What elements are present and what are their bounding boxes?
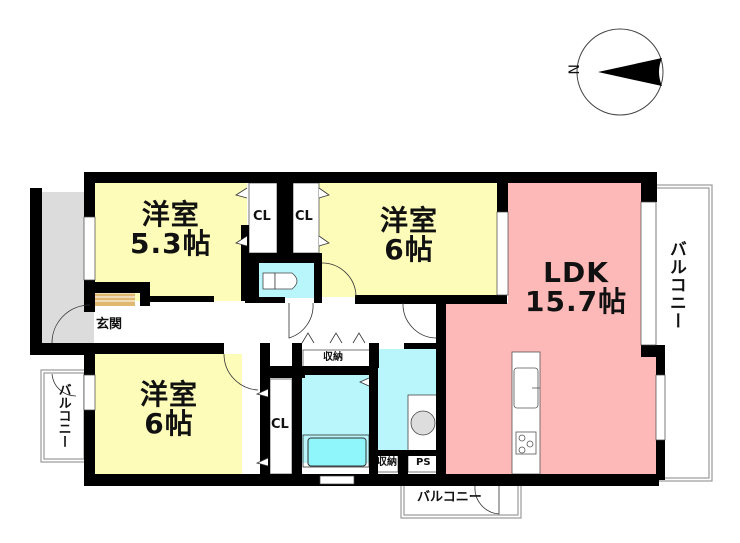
ldk-label: LDK 15.7帖 [525, 258, 627, 317]
compass-north-label: N [566, 64, 583, 75]
toilet [262, 272, 298, 290]
ldk-floor [446, 183, 656, 475]
compass [576, 28, 664, 116]
closet-door-markers [235, 187, 370, 467]
western-room-3-floor [95, 354, 242, 474]
closet-label-3: CL [271, 417, 289, 432]
ldk-size: 15.7帖 [525, 285, 628, 319]
balcony-south-label: バルコニー [417, 490, 482, 505]
balcony-west-label: バルコニー [55, 383, 71, 448]
western-room-1-name: 洋室 [141, 198, 200, 231]
door-swings [51, 262, 500, 515]
entrance-label: 玄関 [96, 317, 123, 332]
western-room-3-label: 洋室 6帖 [140, 380, 198, 439]
windows [83, 201, 666, 485]
closet-label-1: CL [253, 209, 271, 224]
western-room-2-label: 洋室 6帖 [380, 206, 438, 265]
western-room-3-name: 洋室 [140, 378, 199, 411]
pipe-space-label: PS [416, 457, 431, 468]
western-room-1-size: 5.3帖 [130, 227, 212, 261]
bathtub [307, 437, 367, 467]
compass-north-arrow-icon [598, 58, 662, 86]
storage-label-2: 収納 [377, 457, 397, 468]
walls [30, 172, 665, 486]
western-room-1-floor [95, 183, 247, 301]
western-room-2-name: 洋室 [380, 204, 439, 237]
closet-label-2: CL [295, 209, 313, 224]
kitchen-counter [511, 351, 541, 475]
hallway [95, 301, 446, 351]
western-room-2-floor [317, 183, 500, 297]
western-room-3-size: 6帖 [144, 407, 194, 441]
ldk-name: LDK [543, 256, 609, 289]
western-room-2-size: 6帖 [384, 233, 434, 267]
balcony-east-label: バルコニー [665, 240, 686, 330]
storage-label-1: 収納 [323, 352, 343, 363]
closets [248, 182, 439, 475]
western-room-1-label: 洋室 5.3帖 [130, 200, 212, 259]
